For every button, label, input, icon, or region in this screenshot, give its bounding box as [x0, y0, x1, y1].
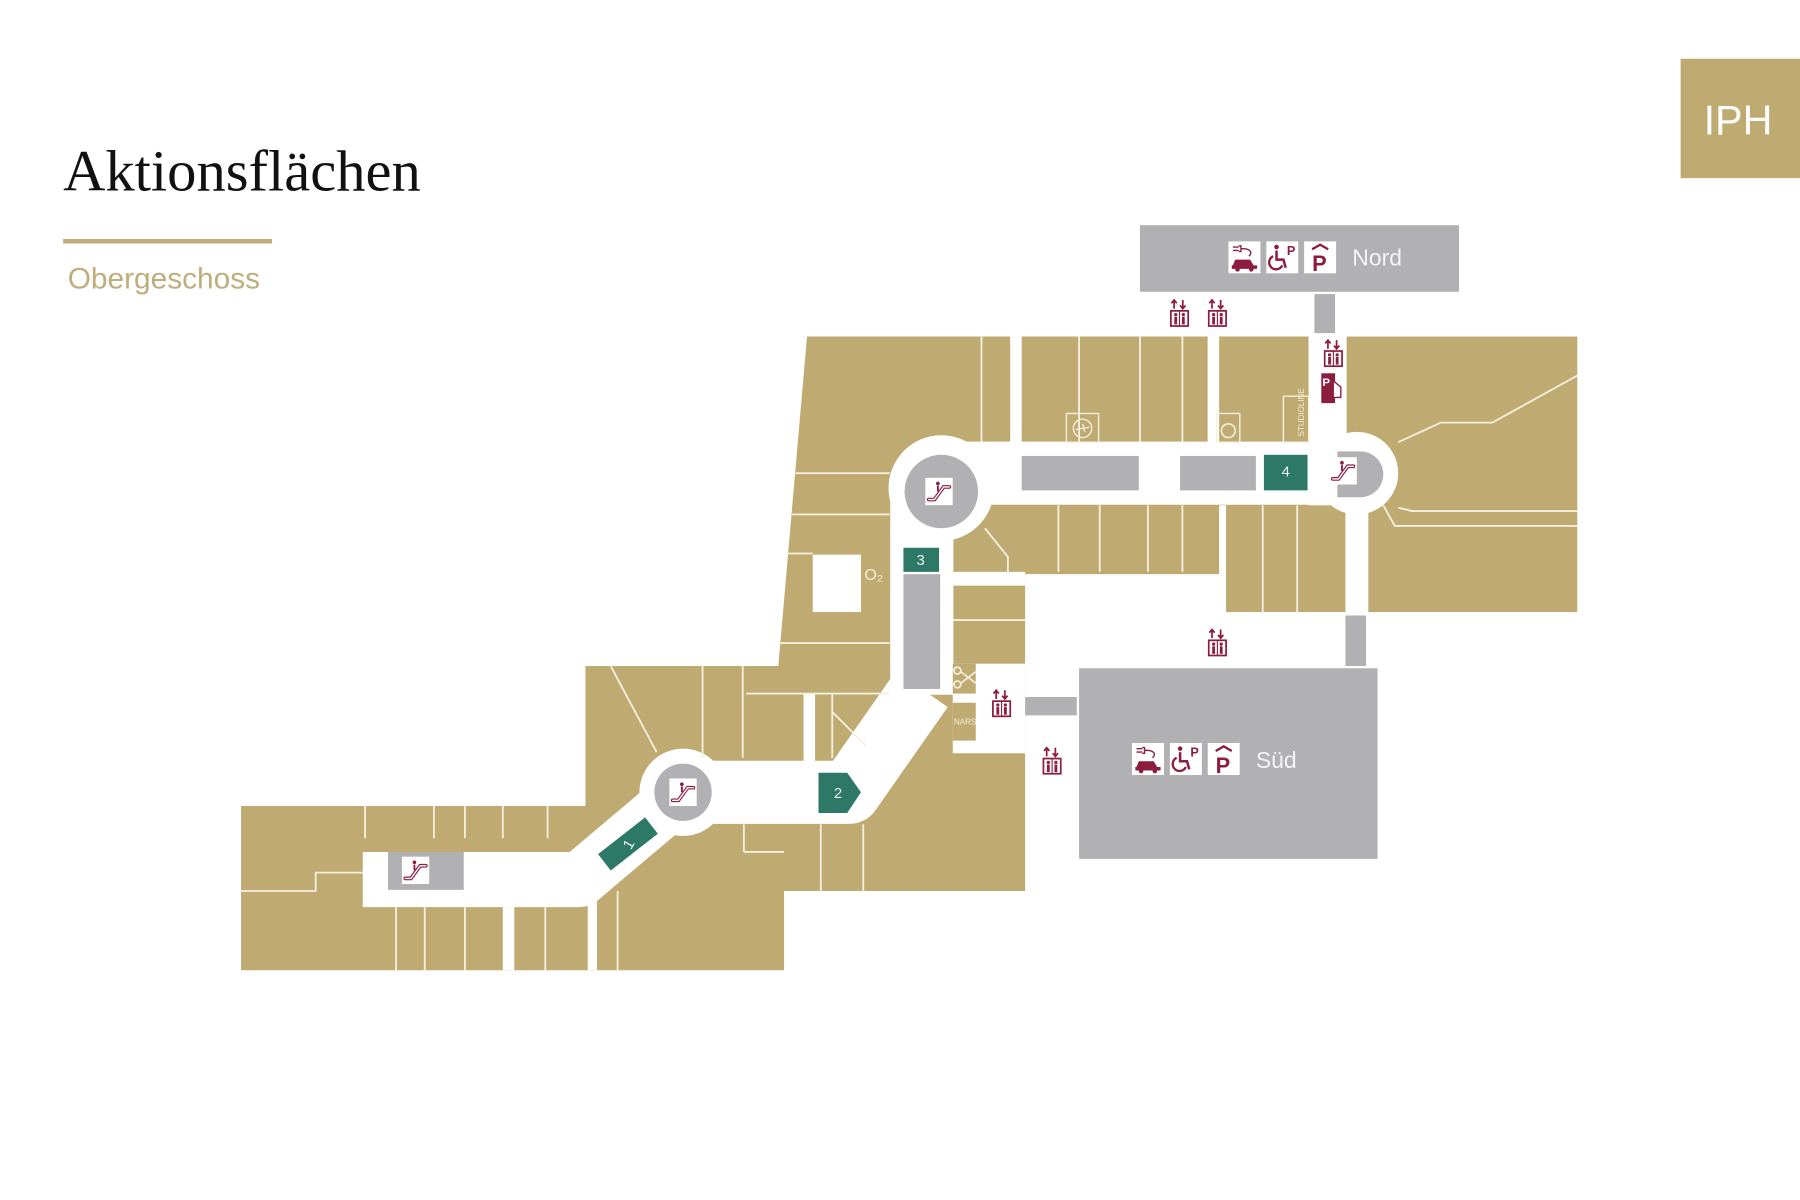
garage-label: Nord: [1352, 244, 1402, 270]
svg-text:2: 2: [834, 785, 842, 802]
covered-parking-icon: [1207, 742, 1240, 776]
kiosk: [1021, 455, 1139, 491]
parking-ticket-icon: [1320, 372, 1344, 405]
elevator-icon: [1042, 746, 1062, 775]
svg-text:4: 4: [1282, 464, 1290, 481]
action-area-2[interactable]: 2: [818, 772, 861, 813]
airline-icon: [1065, 412, 1100, 443]
disabled-parking-icon: [1266, 241, 1299, 274]
escalator-icon: [1329, 457, 1357, 485]
escalator-icon: [925, 477, 953, 506]
action-area-3[interactable]: 3: [903, 547, 940, 572]
svg-text:IPH: IPH: [1704, 98, 1773, 144]
scissors-icon: [953, 666, 977, 689]
garage-label: Süd: [1256, 747, 1297, 773]
title-underline: [63, 238, 273, 244]
garage-sued[interactable]: Süd: [1079, 668, 1378, 859]
garage-nord[interactable]: Nord: [1139, 225, 1460, 292]
shop-label-nars: NARS: [954, 718, 976, 727]
kiosk: [1180, 455, 1256, 491]
elevator-icon: [1169, 299, 1190, 327]
ev-charging-icon: [1131, 742, 1165, 776]
disabled-parking-icon: [1169, 742, 1202, 776]
shop-dividers: [241, 336, 1578, 971]
page-title: Aktionsflächen: [63, 139, 421, 204]
kiosk: [903, 574, 941, 689]
floor-subtitle: Obergeschoss: [68, 262, 260, 295]
covered-parking-icon: [1304, 241, 1337, 274]
elevator-icon: [1207, 628, 1227, 657]
svg-text:3: 3: [917, 552, 925, 569]
elevator-icon: [1207, 299, 1227, 327]
shop-label-o2: O₂: [864, 566, 883, 584]
ring-icon: [1216, 412, 1241, 443]
escalator-icon: [401, 856, 430, 885]
action-area-1[interactable]: 1: [598, 817, 658, 871]
escalator-icon: [669, 778, 697, 807]
iph-logo: IPH: [1680, 58, 1800, 179]
ev-charging-icon: [1228, 241, 1261, 274]
action-area-4[interactable]: 4: [1263, 454, 1308, 491]
shop-label-studioline: STUDIOLINE: [1297, 388, 1306, 436]
